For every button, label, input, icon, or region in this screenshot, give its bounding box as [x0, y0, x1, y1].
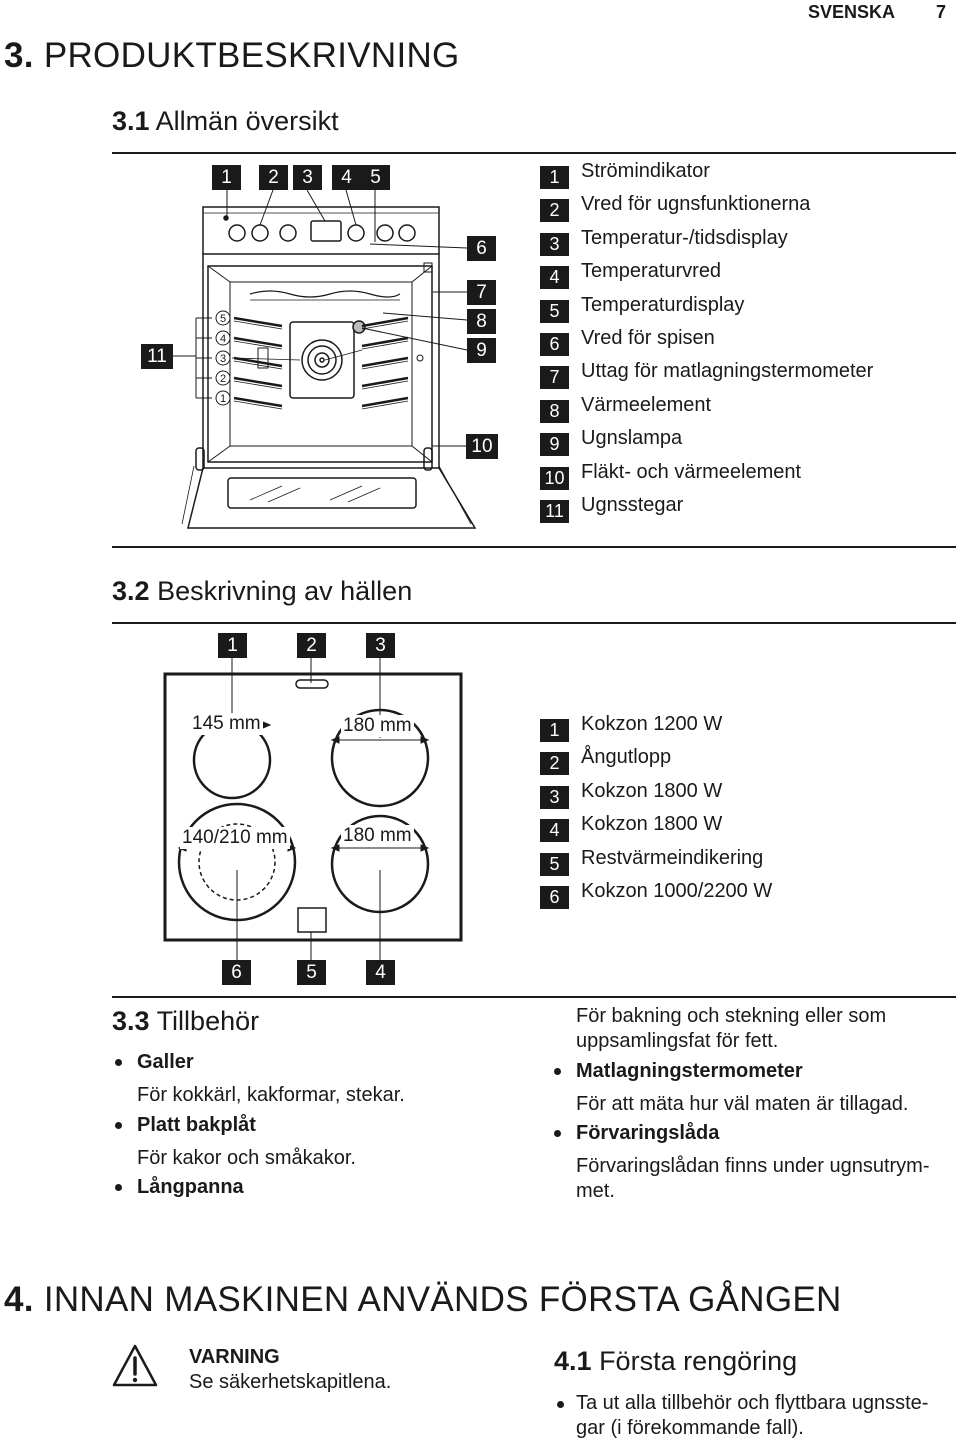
section-4-1-title: Första rengöring	[599, 1346, 798, 1376]
section-3-3-number: 3.3	[112, 1006, 150, 1036]
hob-dim-4: 180 mm	[341, 825, 414, 847]
bullet-dot	[115, 1184, 122, 1191]
accessory-langpanna: Långpanna	[137, 1176, 244, 1198]
accessory-forvaringslada-desc: Förvaringslådan finns under ugnsutrym-me…	[576, 1155, 930, 1202]
hob-callout-2: 2	[297, 633, 326, 658]
section-3-1-rule	[112, 152, 956, 154]
section-3-3-heading: 3.3 Tillbehör	[112, 1006, 259, 1037]
section-3-2-end-rule	[112, 996, 956, 998]
hob-callout-5: 5	[297, 960, 326, 985]
first-cleaning-step: Ta ut alla tillbehör och flyttbara ugnss…	[576, 1392, 929, 1439]
hob-callout-1: 1	[218, 633, 247, 658]
hob-dim-3: 180 mm	[341, 715, 414, 737]
bullet-dot	[554, 1130, 561, 1137]
section-4-1-heading: 4.1 Första rengöring	[554, 1346, 797, 1377]
accessory-galler: Galler	[137, 1051, 194, 1073]
oven-callout-3: 3	[293, 165, 322, 190]
hob-callout-6: 6	[222, 960, 251, 985]
oven-callout-7: 7	[467, 280, 496, 305]
shelf-label-2: 2	[220, 373, 226, 385]
section-4-number: 4.	[4, 1280, 34, 1319]
oven-callout-5: 5	[361, 165, 390, 190]
section-3-heading: 3. PRODUKTBESKRIVNING	[4, 36, 460, 76]
oven-callout-1: 1	[212, 165, 241, 190]
accessory-bakplat-desc: För kakor och småkakor.	[137, 1147, 356, 1169]
shelf-label-5: 5	[220, 313, 226, 325]
section-3-1-heading: 3.1 Allmän översikt	[112, 106, 339, 137]
section-3-title: PRODUKTBESKRIVNING	[43, 36, 460, 75]
hob-callout-4: 4	[366, 960, 395, 985]
accessory-galler-desc: För kokkärl, kakformar, stekar.	[137, 1084, 405, 1106]
section-3-2-title: Beskrivning av hällen	[157, 576, 413, 606]
section-3-3-title: Tillbehör	[156, 1006, 260, 1036]
section-4-heading: 4. INNAN MASKINEN ANVÄNDS FÖRSTA GÅNGEN	[4, 1280, 842, 1320]
bullet-dot	[557, 1401, 564, 1408]
section-3-2-number: 3.2	[112, 576, 150, 606]
section-4-title: INNAN MASKINEN ANVÄNDS FÖRSTA GÅNGEN	[43, 1280, 842, 1319]
bullet-dot	[115, 1122, 122, 1129]
shelf-label-1: 1	[220, 393, 226, 405]
hob-callout-3: 3	[366, 633, 395, 658]
page-number: 7	[936, 2, 947, 22]
section-3-number: 3.	[4, 36, 34, 75]
oven-callout-8: 8	[467, 309, 496, 334]
oven-callout-6: 6	[467, 236, 496, 261]
oven-callout-11: 11	[141, 344, 173, 369]
section-3-1-title: Allmän översikt	[155, 106, 339, 136]
bullet-dot	[554, 1068, 561, 1075]
shelf-label-4: 4	[220, 333, 226, 345]
bullet-dot	[115, 1059, 122, 1066]
oven-callout-2: 2	[259, 165, 288, 190]
language-label: SVENSKA	[808, 2, 896, 22]
section-3-1-end-rule	[112, 546, 956, 548]
section-3-2-heading: 3.2 Beskrivning av hällen	[112, 576, 412, 607]
hob-diagram	[163, 658, 463, 960]
warning-title: VARNING	[189, 1346, 280, 1368]
accessory-termometer-desc: För att mäta hur väl maten är tillagad.	[576, 1093, 909, 1115]
shelf-label-3: 3	[220, 353, 226, 365]
section-4-1-number: 4.1	[554, 1346, 592, 1376]
section-3-1-number: 3.1	[112, 106, 150, 136]
accessory-termometer: Matlagningstermometer	[576, 1060, 803, 1082]
oven-callout-10: 10	[466, 434, 498, 459]
section-3-2-rule	[112, 622, 956, 624]
oven-callout-4: 4	[332, 165, 361, 190]
warning-text: Se säkerhetskapitlena.	[189, 1371, 392, 1393]
hob-dim-1: 145 mm	[190, 713, 263, 735]
accessory-forvaringslada: Förvaringslåda	[576, 1122, 720, 1144]
accessory-langpanna-desc: För bakning och stekning eller som uppsa…	[576, 1005, 887, 1052]
hob-dim-6: 140/210 mm	[180, 827, 290, 849]
accessory-bakplat: Platt bakplåt	[137, 1114, 256, 1136]
oven-callout-9: 9	[467, 338, 496, 363]
warning-icon	[112, 1344, 158, 1387]
oven-diagram: 5 4 3 2 1	[173, 189, 477, 529]
